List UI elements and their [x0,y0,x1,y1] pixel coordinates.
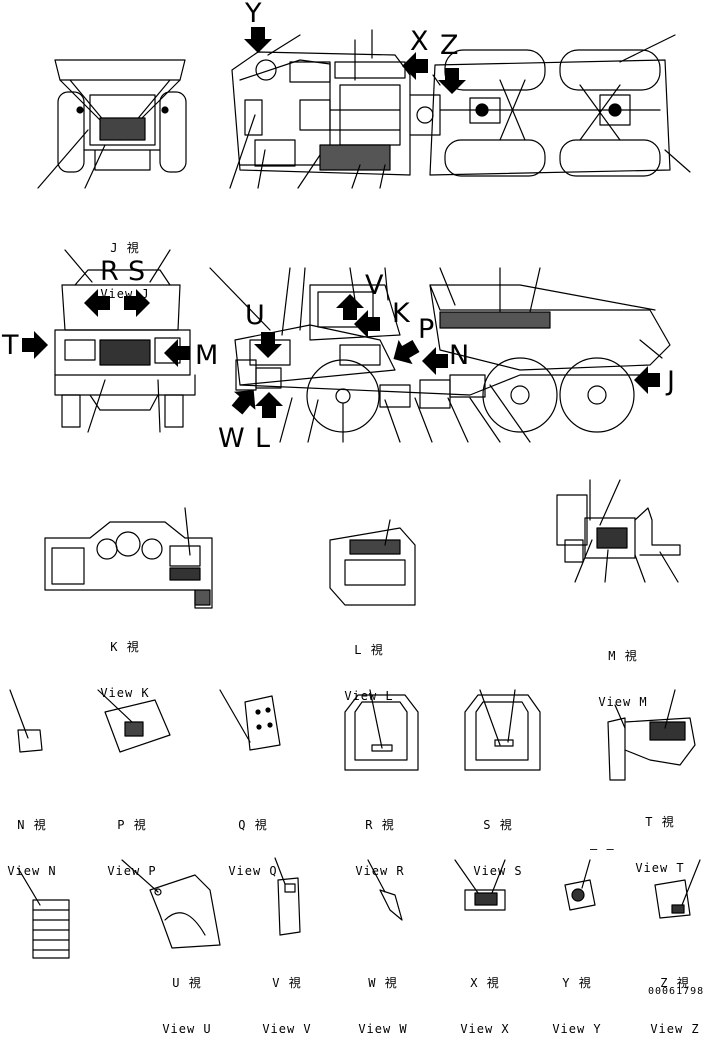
view-s-cab [464,689,541,771]
view-q-jp: Q 視 [238,818,268,832]
view-label-plate [17,867,70,959]
view-s-en: View S [473,864,523,878]
view-l-jp: L 視 [354,643,384,657]
view-j-jp: J 視 [110,241,140,255]
dash-mark: – – [590,842,615,856]
view-x-en: View X [460,1022,510,1036]
view-v-caption: V 視 View V [252,948,322,1050]
view-l-panel [329,519,416,606]
arrow-letter-s: S [128,256,146,287]
arrow-letter-x: X [410,26,429,57]
view-z-part [654,859,701,919]
arrow-letter-w: W [218,423,245,454]
view-m-caption: M 視 View M [588,621,658,723]
view-u-part [121,859,221,949]
arrow-letter-n: N [449,340,470,371]
view-m-jp: M 視 [608,649,638,663]
view-n-caption: N 視 View N [0,790,64,892]
view-j-caption: J 視 View J [90,213,160,315]
view-z-en: View Z [650,1022,700,1036]
arrow-letter-l: L [255,423,271,454]
view-y-part [564,859,596,911]
view-t-jp: T 視 [645,815,675,829]
view-m-assembly [556,479,681,583]
view-l-en: View L [344,689,394,703]
arrow-letter-k: K [392,298,410,329]
view-j-en: View J [100,287,150,301]
view-s-caption: S 視 View S [463,790,533,892]
view-m-en: View M [598,695,648,709]
view-t-part [607,689,696,781]
arrow-letter-p: P [418,314,435,345]
view-y-jp: Y 視 [562,976,592,990]
view-k-caption: K 視 View K [90,612,160,714]
arrow-letter-t: T [2,330,19,361]
view-z-caption: Z 視 View Z [640,948,710,1050]
view-t-caption: T 視 View T [625,787,695,889]
front-view [54,249,196,433]
view-v-part [274,857,301,936]
view-x-caption: X 視 View X [450,948,520,1050]
view-y-caption: Y 視 View Y [542,948,612,1050]
view-r-jp: R 視 [365,818,395,832]
view-w-caption: W 視 View W [348,948,418,1050]
view-r-cab [344,689,419,771]
view-u-jp: U 視 [172,976,202,990]
view-v-en: View V [262,1022,312,1036]
view-k-dashboard [44,507,213,609]
view-p-part [97,689,171,753]
view-q-caption: Q 視 View Q [218,790,288,892]
view-x-part [454,859,506,911]
drawing-number: 00061798 [648,986,705,997]
view-t-en: View T [635,861,685,875]
view-s-jp: S 視 [483,818,513,832]
view-y-en: View Y [552,1022,602,1036]
view-w-en: View W [358,1022,408,1036]
view-q-en: View Q [228,864,278,878]
truck-plan-view [229,29,691,189]
arrow-letter-z: Z [440,30,459,61]
view-q-part [219,689,281,751]
view-l-caption: L 視 View L [334,615,404,717]
view-n-part [9,689,43,753]
view-x-jp: X 視 [470,976,500,990]
rear-view-top [37,59,187,189]
view-w-jp: W 視 [368,976,398,990]
view-n-jp: N 視 [17,818,47,832]
arrow-letter-j: J [667,366,675,397]
view-k-en: View K [100,686,150,700]
arrow-letter-r: R [100,256,119,287]
view-z-jp: Z 視 [660,976,690,990]
arrow-letter-u: U [245,300,265,331]
view-p-jp: P 視 [117,818,147,832]
view-u-en: View U [162,1022,212,1036]
view-r-caption: R 視 View R [345,790,415,892]
view-u-caption: U 視 View U [152,948,222,1050]
view-n-en: View N [7,864,57,878]
view-v-jp: V 視 [272,976,302,990]
arrow-letter-y: Y [245,0,262,29]
view-r-en: View R [355,864,405,878]
arrow-letter-m: M [195,340,219,371]
view-p-en: View P [107,864,157,878]
view-p-caption: P 視 View P [97,790,167,892]
view-k-jp: K 視 [110,640,140,654]
view-w-part [367,859,403,921]
arrow-letter-v: V [365,270,384,301]
parts-diagram [9,26,701,959]
